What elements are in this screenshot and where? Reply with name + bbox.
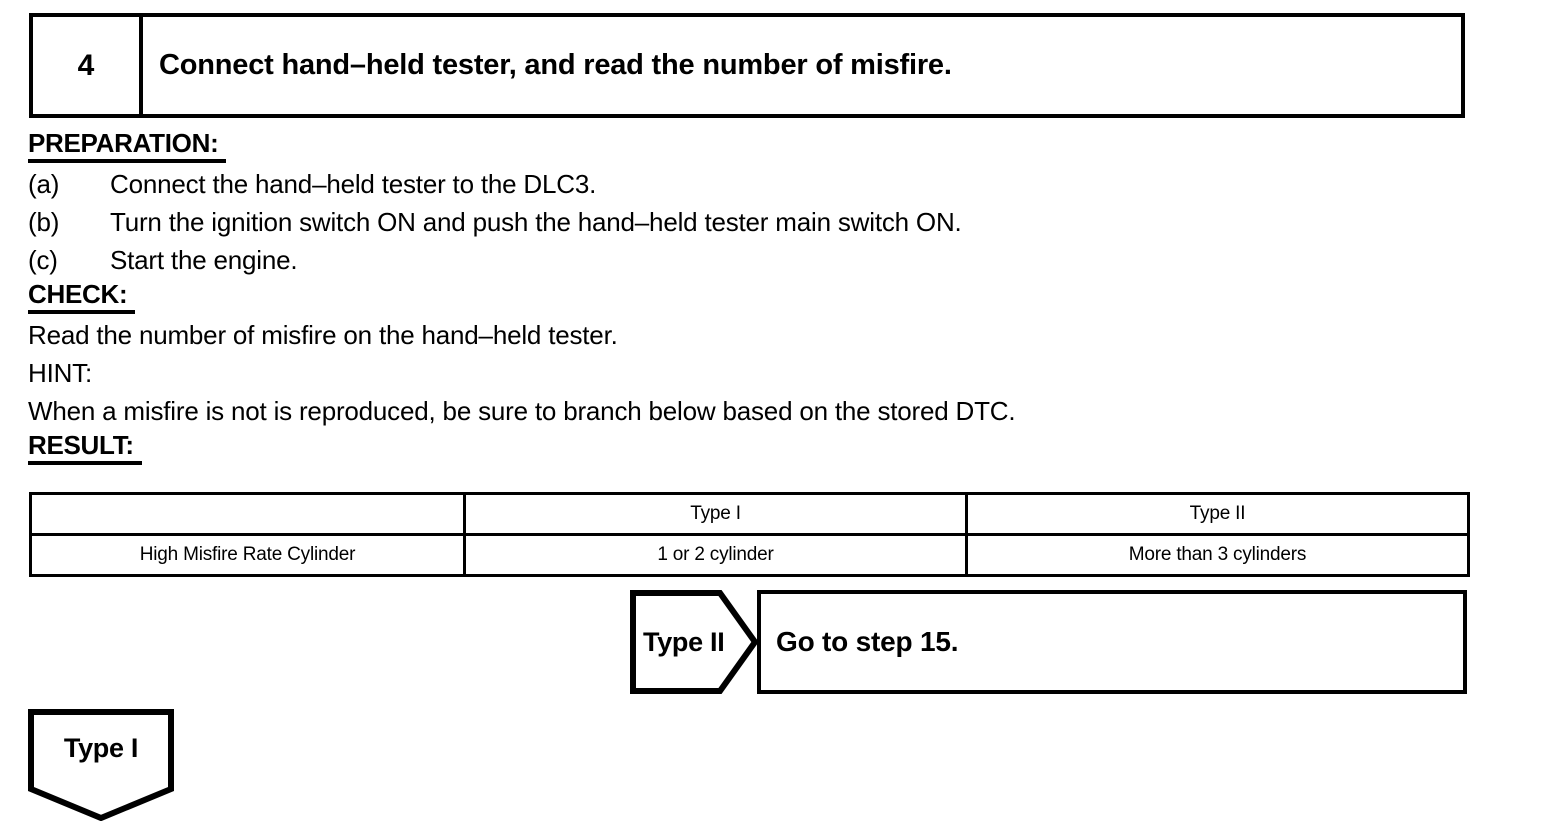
hint-heading: HINT: xyxy=(28,358,93,388)
table-cell-type2-value: More than 3 cylinders xyxy=(965,533,1470,577)
step-title-cell: Connect hand–held tester, and read the n… xyxy=(143,17,1461,114)
table-cell-criterion: High Misfire Rate Cylinder xyxy=(29,533,466,577)
check-heading: CHECK: xyxy=(28,279,136,314)
check-heading-wrap: CHECK: xyxy=(28,279,1498,316)
step-number: 4 xyxy=(77,48,95,82)
preparation-item-a-marker: (a) xyxy=(28,169,60,199)
check-text: Read the number of misfire on the hand–h… xyxy=(28,320,618,350)
preparation-heading: PREPARATION: xyxy=(28,128,227,163)
hint-text: When a misfire is not is reproduced, be … xyxy=(28,396,1016,426)
preparation-item-b-marker: (b) xyxy=(28,207,60,237)
table-header-row: Type I Type II xyxy=(29,492,1470,536)
table-header-cell-type2: Type II xyxy=(965,492,1470,536)
type2-branch-row: Type II Go to step 15. xyxy=(630,590,1467,694)
step-number-cell: 4 xyxy=(33,17,143,114)
result-heading: RESULT: xyxy=(28,430,142,465)
preparation-item-c-text: Start the engine. xyxy=(110,245,298,275)
preparation-heading-wrap: PREPARATION: xyxy=(28,128,1498,165)
result-table: Type I Type II High Misfire Rate Cylinde… xyxy=(29,492,1470,577)
table-cell-type1-value: 1 or 2 cylinder xyxy=(463,533,968,577)
result-heading-wrap: RESULT: xyxy=(28,430,1498,467)
preparation-item-b: (b) Turn the ignition switch ON and push… xyxy=(28,203,1498,241)
preparation-item-a-text: Connect the hand–held tester to the DLC3… xyxy=(110,169,597,199)
table-row: High Misfire Rate Cylinder 1 or 2 cylind… xyxy=(29,533,1470,577)
type1-flag-shape xyxy=(28,709,174,821)
preparation-item-b-text: Turn the ignition switch ON and push the… xyxy=(110,207,962,237)
type1-branch-label: Type I xyxy=(63,732,139,763)
goto-step-box: Go to step 15. xyxy=(757,590,1467,694)
table-header-cell-blank xyxy=(29,492,466,536)
goto-step-label: Go to step 15. xyxy=(776,626,959,657)
step-header-box: 4 Connect hand–held tester, and read the… xyxy=(29,13,1465,118)
type2-arrow-shape xyxy=(630,590,758,694)
table-header-cell-type1: Type I xyxy=(463,492,968,536)
preparation-item-c-marker: (c) xyxy=(28,245,58,275)
procedure-body: PREPARATION: (a) Connect the hand–held t… xyxy=(28,128,1498,467)
preparation-item-c: (c) Start the engine. xyxy=(28,241,1498,279)
step-title: Connect hand–held tester, and read the n… xyxy=(159,49,952,81)
preparation-item-a: (a) Connect the hand–held tester to the … xyxy=(28,165,1498,203)
type2-branch-label: Type II xyxy=(643,626,725,657)
